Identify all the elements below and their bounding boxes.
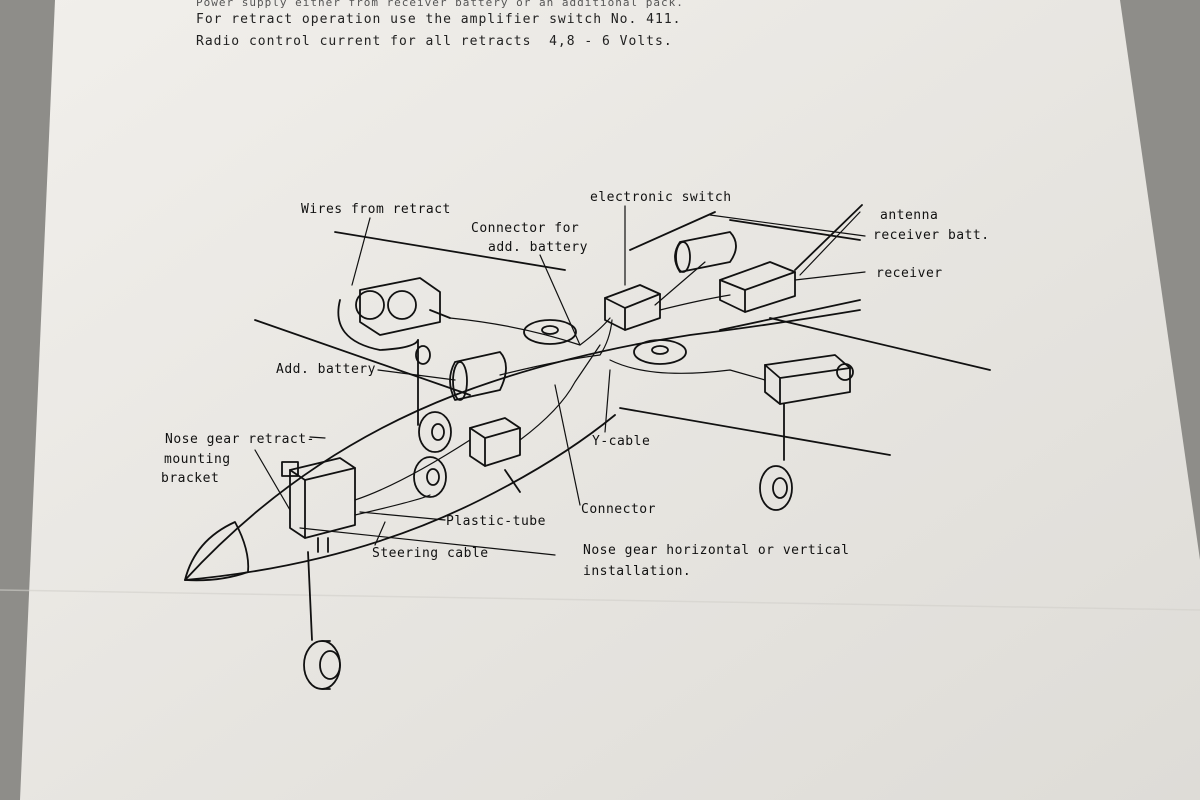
nose-wheel-stack (413, 339, 452, 498)
label-receiver-batt: receiver batt. (873, 228, 990, 243)
header-line-0: Power supply either from receiver batter… (196, 0, 684, 9)
label-add-battery-connector: add. battery (488, 240, 588, 255)
label-plastic-tube: Plastic-tube (446, 514, 546, 529)
header-line-2: Radio control current for all retracts 4… (196, 34, 673, 49)
label-connector-for: Connector for (471, 221, 580, 236)
label-nose-gear-retract: Nose gear retract- (165, 432, 315, 447)
nose-gear-retract (281, 457, 356, 690)
cable-coils (523, 319, 687, 365)
label-nose-gear-install-2: installation. (583, 564, 692, 579)
additional-battery (449, 351, 507, 401)
label-mounting: mounting (164, 452, 231, 467)
retract-left (337, 277, 451, 365)
label-receiver: receiver (876, 266, 943, 281)
header-line-1: For retract operation use the amplifier … (196, 12, 682, 27)
label-connector: Connector (581, 502, 656, 517)
receiver-unit (719, 204, 863, 313)
receiver-battery (674, 231, 737, 273)
label-wires-from-retract: Wires from retract (301, 202, 451, 217)
label-y-cable: Y-cable (592, 434, 651, 449)
leader-lines (254, 205, 866, 556)
label-add-battery: Add. battery (276, 362, 376, 377)
label-antenna: antenna (880, 208, 939, 223)
label-nose-gear-install-1: Nose gear horizontal or vertical (583, 543, 850, 558)
label-steering-cable: Steering cable (372, 546, 489, 561)
wing-outlines (254, 211, 991, 396)
fuselage (184, 309, 891, 582)
retract-right (759, 354, 854, 511)
wiring (354, 261, 766, 516)
label-electronic-switch: electronic switch (590, 190, 732, 205)
electronic-switch-box (604, 284, 661, 331)
servo (469, 417, 521, 493)
label-bracket: bracket (161, 471, 220, 486)
